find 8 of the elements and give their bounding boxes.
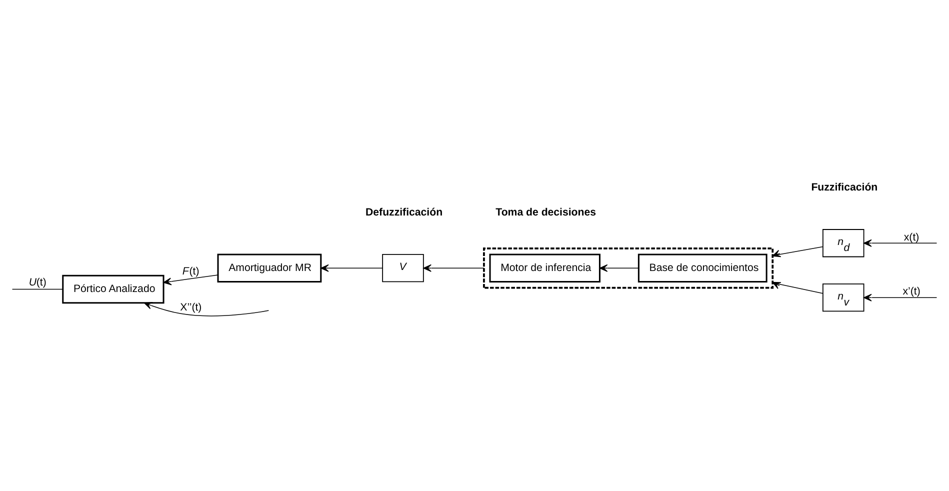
edge-label: x(t) xyxy=(904,231,920,244)
label: Defuzzificación xyxy=(366,206,443,219)
edge-label: X’’(t) xyxy=(180,302,202,314)
edge-label: U(t) xyxy=(28,276,46,289)
label: Toma de decisiones xyxy=(496,206,596,219)
label: Fuzzificación xyxy=(811,182,878,194)
edge-label: x’(t) xyxy=(902,286,920,298)
edge-label: F(t) xyxy=(182,265,200,278)
